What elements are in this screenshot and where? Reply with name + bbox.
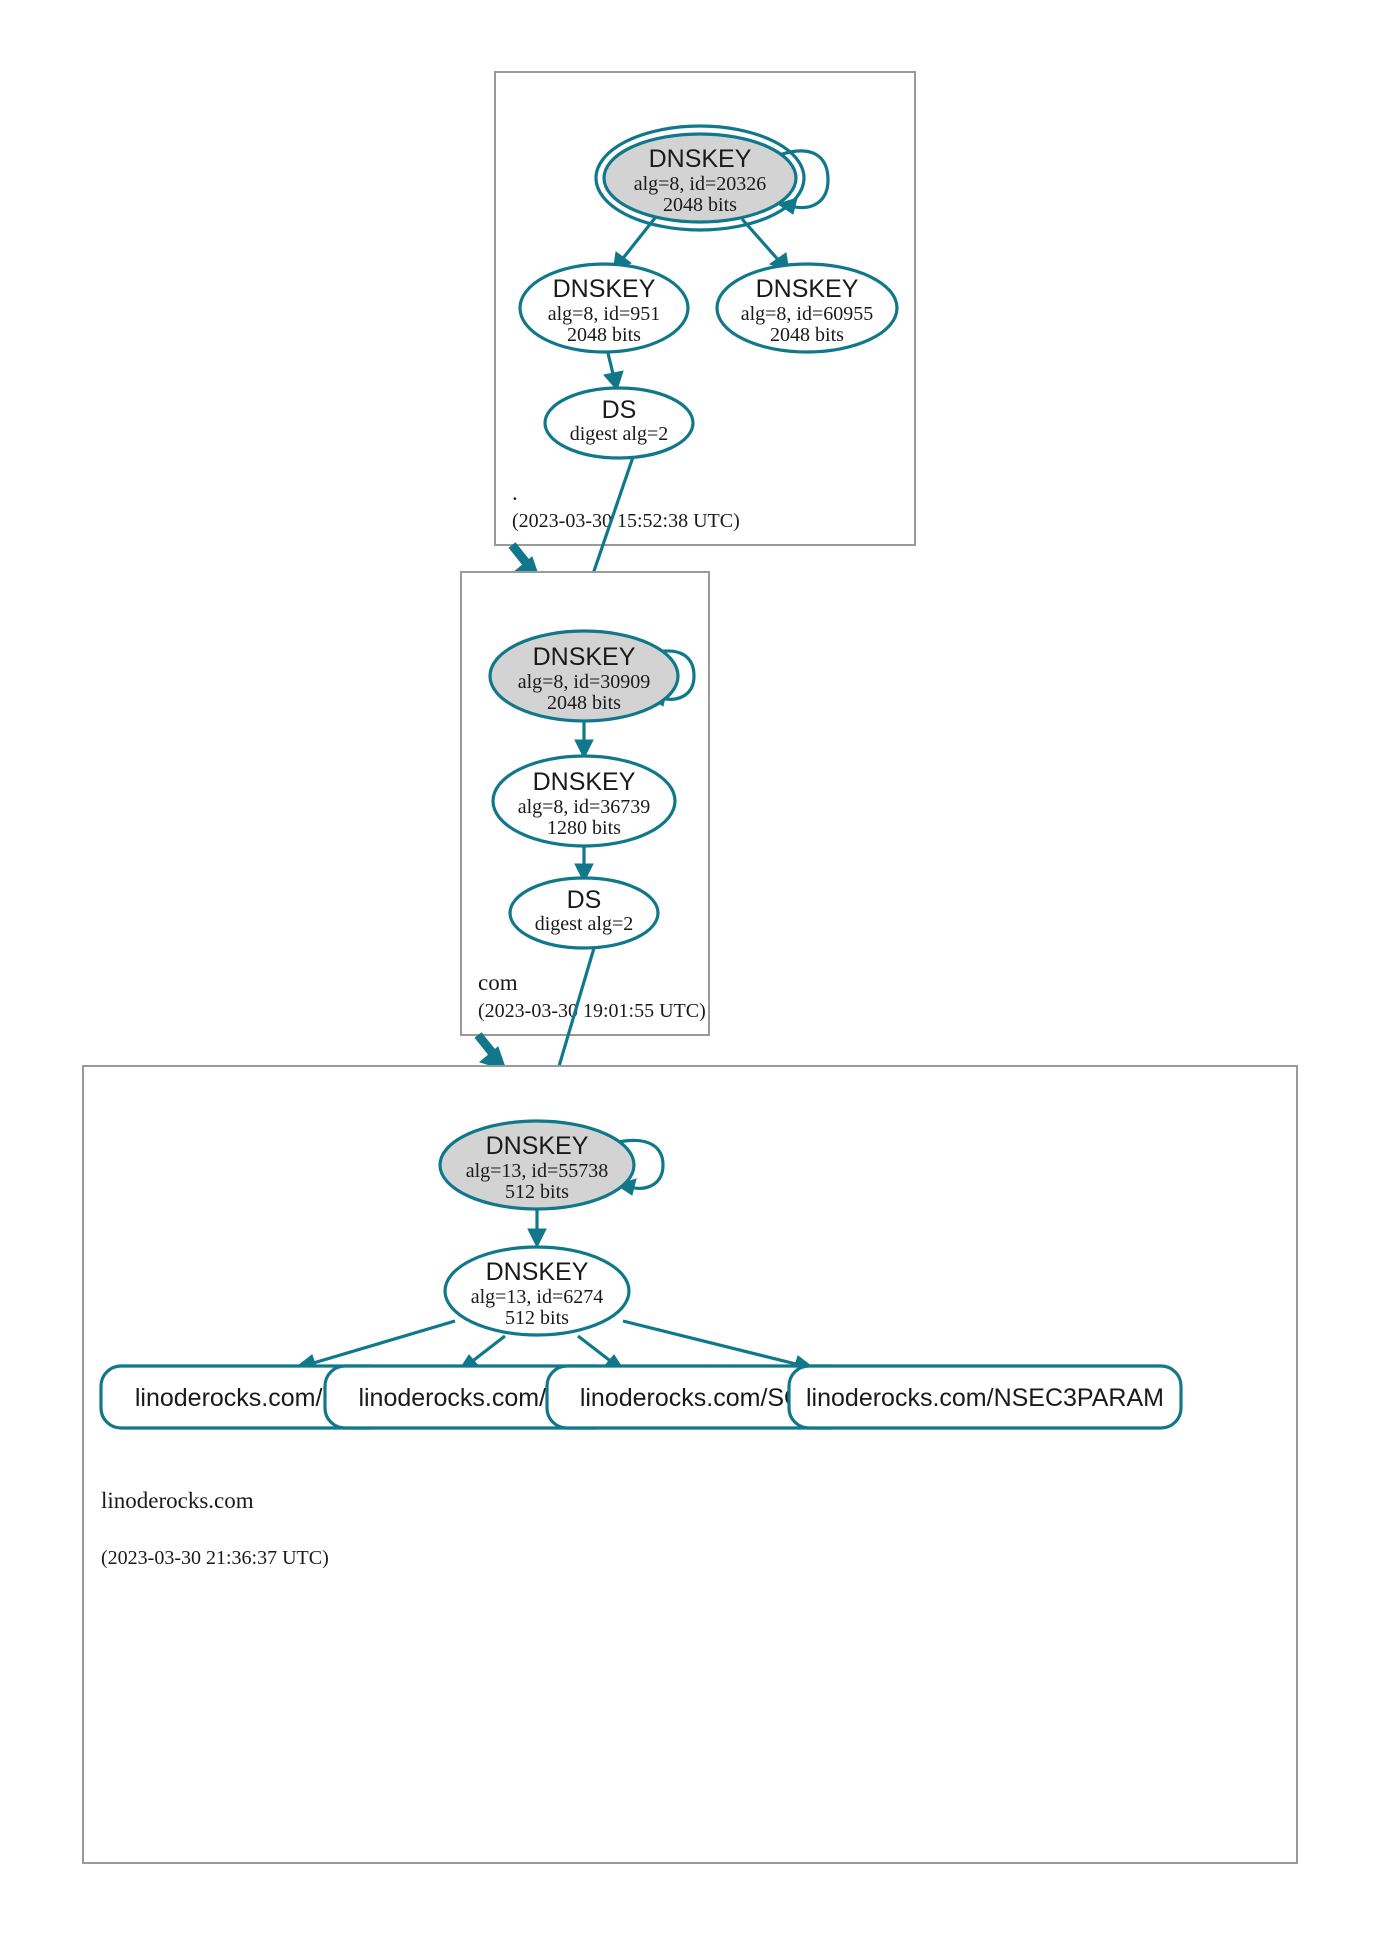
edge-com-zsk-to-ds [574, 845, 594, 884]
zone-root: DNSKEY alg=8, id=20326 2048 bits DNSKEY … [494, 71, 916, 546]
zone-root-label: . [512, 480, 518, 505]
node-dnskey-951-title: DNSKEY [553, 275, 656, 303]
zone-com-label: com [478, 970, 518, 995]
node-dnskey-36739-size: 1280 bits [547, 817, 621, 839]
node-dnskey-20326-shape [602, 132, 798, 224]
zone-linoderocks: DNSKEY alg=13, id=55738 512 bits DNSKEY … [82, 1065, 1298, 1864]
node-ds-com-title: DS [567, 886, 602, 914]
node-dnskey-951-params: alg=8, id=951 [548, 303, 661, 325]
zone-linoderocks-label: linoderocks.com [101, 1488, 254, 1513]
node-dnskey-36739-params: alg=8, id=36739 [518, 796, 651, 818]
zone-com-timestamp: (2023-03-30 19:01:55 UTC) [478, 1000, 706, 1022]
node-dnskey-55738-params: alg=13, id=55738 [466, 1160, 609, 1182]
node-dnskey-951-shape [518, 262, 690, 354]
edge-com-ksk-to-zsk [574, 720, 594, 760]
node-dnskey-60955[interactable]: DNSKEY alg=8, id=60955 2048 bits [715, 262, 899, 354]
node-dnskey-60955-shape [715, 262, 899, 354]
node-dnskey-55738-size: 512 bits [505, 1181, 569, 1203]
rrset-linoderocks-nsec3param-label: linoderocks.com/NSEC3PARAM [806, 1384, 1164, 1412]
node-dnskey-20326[interactable]: DNSKEY alg=8, id=20326 2048 bits [594, 124, 806, 232]
node-ds-root[interactable]: DS digest alg=2 [543, 386, 695, 460]
node-dnskey-951[interactable]: DNSKEY alg=8, id=951 2048 bits [518, 262, 690, 354]
node-ds-root-params: digest alg=2 [570, 423, 669, 445]
node-ds-com-shape [508, 876, 660, 950]
node-dnskey-55738[interactable]: DNSKEY alg=13, id=55738 512 bits [438, 1119, 636, 1211]
node-dnskey-36739-title: DNSKEY [533, 768, 636, 796]
node-dnskey-6274-params: alg=13, id=6274 [471, 1286, 604, 1308]
node-ds-com-params: digest alg=2 [535, 913, 634, 935]
node-dnskey-20326-outer-ring [594, 124, 806, 232]
rrset-linoderocks-soa-label: linoderocks.com/SOA [580, 1384, 821, 1412]
edge-lr-ksk-to-zsk [527, 1209, 547, 1249]
node-dnskey-30909[interactable]: DNSKEY alg=8, id=30909 2048 bits [488, 629, 680, 723]
node-dnskey-36739-shape [491, 754, 677, 848]
node-dnskey-6274[interactable]: DNSKEY alg=13, id=6274 512 bits [443, 1245, 631, 1337]
node-dnskey-60955-title: DNSKEY [756, 275, 859, 303]
rrset-linoderocks-nsec3param-shape [787, 1364, 1183, 1430]
node-dnskey-20326-title: DNSKEY [649, 145, 752, 173]
edge-delegation-com-to-linoderocks [474, 1032, 507, 1071]
rrset-linoderocks-nsec3param[interactable]: linoderocks.com/NSEC3PARAM [787, 1364, 1183, 1430]
node-dnskey-30909-title: DNSKEY [533, 643, 636, 671]
node-ds-root-shape [543, 386, 695, 460]
node-dnskey-60955-size: 2048 bits [770, 324, 844, 346]
node-dnskey-30909-size: 2048 bits [547, 692, 621, 714]
node-dnskey-6274-size: 512 bits [505, 1307, 569, 1329]
zone-linoderocks-timestamp: (2023-03-30 21:36:37 UTC) [101, 1547, 329, 1569]
node-dnskey-6274-title: DNSKEY [486, 1258, 589, 1286]
node-dnskey-30909-shape [488, 629, 680, 723]
node-dnskey-60955-params: alg=8, id=60955 [741, 303, 874, 325]
node-dnskey-30909-params: alg=8, id=30909 [518, 671, 651, 693]
node-dnskey-55738-title: DNSKEY [486, 1132, 589, 1160]
node-dnskey-951-size: 2048 bits [567, 324, 641, 346]
node-dnskey-20326-size: 2048 bits [663, 194, 737, 216]
node-dnskey-6274-shape [443, 1245, 631, 1337]
node-ds-com[interactable]: DS digest alg=2 [508, 876, 660, 950]
rrset-linoderocks-ns-label: linoderocks.com/NS [135, 1384, 357, 1412]
node-dnskey-20326-params: alg=8, id=20326 [634, 173, 767, 195]
zone-root-timestamp: (2023-03-30 15:52:38 UTC) [512, 510, 740, 532]
node-dnskey-36739[interactable]: DNSKEY alg=8, id=36739 1280 bits [491, 754, 677, 848]
node-ds-root-title: DS [602, 396, 637, 424]
rrset-linoderocks-ns[interactable]: linoderocks.com/NS [99, 1364, 393, 1430]
zone-linoderocks-border [82, 1065, 1298, 1864]
node-dnskey-55738-shape [438, 1119, 636, 1211]
zone-com: DNSKEY alg=8, id=30909 2048 bits DNSKEY … [460, 571, 710, 1036]
